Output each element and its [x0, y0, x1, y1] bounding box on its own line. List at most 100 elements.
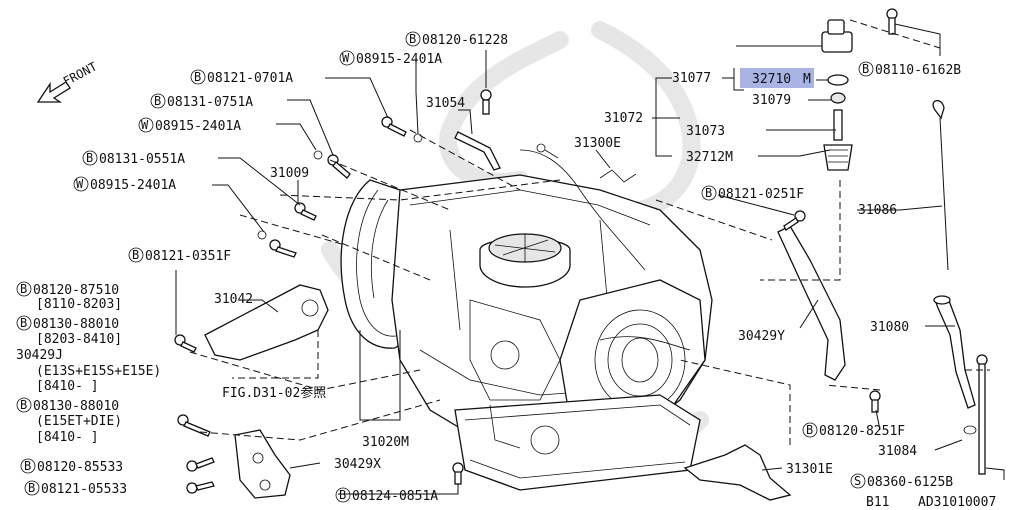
label-b08130-88010-a: B 08130-88010 [16, 315, 119, 332]
speedometer-sensor-31077 [821, 8, 898, 171]
svg-text:B: B [705, 186, 712, 200]
label-b08130-88010-b: B 08130-88010 [16, 397, 119, 414]
note-range-8110-8203: [8110-8203] [36, 297, 122, 312]
label-b08120-87510: B 08120-87510 [16, 281, 119, 298]
highlight-box [740, 68, 814, 88]
label-b08131-0551a: B 08131-0551A [82, 150, 185, 167]
drawing-id: AD31010007 [918, 495, 996, 510]
note-range-8410a: [8410- ] [36, 379, 99, 394]
label-31084: 31084 [878, 444, 917, 459]
bolt-icon [174, 334, 197, 353]
svg-text:B: B [20, 282, 27, 296]
svg-text:B: B [24, 459, 31, 473]
transmission-case-31020m [340, 149, 713, 491]
bolt-icon [480, 89, 492, 115]
bracket-30429y [777, 225, 846, 381]
clip-31054 [454, 131, 501, 171]
label-31073: 31073 [686, 124, 725, 139]
note-e15et: (E15ET+DIE) [36, 414, 122, 429]
label-b08120-61228: B 08120-61228 [405, 31, 508, 48]
dipstick-31086 [932, 100, 949, 271]
svg-text:08131-0751A: 08131-0751A [167, 95, 253, 110]
label-b08121-0701a: B 08121-0701A [190, 69, 293, 86]
label-31300e: 31300E [574, 136, 621, 151]
note-30429j: 30429J [16, 348, 63, 363]
svg-text:08120-8251F: 08120-8251F [819, 424, 905, 439]
label-s08360-6125b: S 08360-6125B [850, 473, 953, 490]
label-31080: 31080 [870, 320, 909, 335]
sensor-31300e [536, 143, 637, 183]
label-30429y: 30429Y [738, 329, 785, 344]
label-32712m: 32712M [686, 150, 733, 165]
svg-text:08120-85533: 08120-85533 [37, 460, 123, 475]
label-31054: 31054 [426, 96, 465, 111]
svg-text:B: B [86, 151, 93, 165]
bolt-icon [186, 457, 215, 472]
svg-text:08121-0701A: 08121-0701A [207, 71, 293, 86]
note-e13s: (E13S+E15S+E15E) [36, 364, 161, 379]
leader-lines [175, 23, 1005, 495]
bolt-icon [452, 462, 464, 485]
svg-text:W: W [76, 177, 84, 191]
label-31042: 31042 [214, 292, 253, 307]
fig-reference: FIG.D31-02参照 [222, 385, 326, 401]
label-w08915-2401a-mid: W 08915-2401A [138, 117, 241, 134]
svg-text:08121-0351F: 08121-0351F [145, 249, 231, 264]
svg-text:08120-61228: 08120-61228 [422, 33, 508, 48]
filler-tube-31080 [933, 295, 976, 409]
svg-text:08124-0851A: 08124-0851A [352, 489, 438, 504]
label-b08131-0751a: B 08131-0751A [150, 93, 253, 110]
label-b08121-05533: B 08121-05533 [24, 480, 127, 497]
svg-text:W: W [342, 51, 350, 65]
svg-text:08915-2401A: 08915-2401A [90, 178, 176, 193]
svg-text:08130-88010: 08130-88010 [33, 399, 119, 414]
svg-text:08130-88010: 08130-88010 [33, 317, 119, 332]
sheet-code: B11 [866, 495, 889, 510]
svg-text:B: B [339, 488, 346, 502]
washer-icon [257, 230, 267, 240]
svg-text:08360-6125B: 08360-6125B [867, 475, 953, 490]
svg-text:08131-0551A: 08131-0551A [99, 152, 185, 167]
svg-text:B: B [154, 94, 161, 108]
svg-text:B: B [132, 248, 139, 262]
label-31072: 31072 [604, 111, 643, 126]
label-31077: 31077 [672, 71, 711, 86]
svg-text:B: B [20, 398, 27, 412]
bracket-30429x [234, 429, 291, 499]
svg-text:B: B [806, 423, 813, 437]
label-b08121-0351f: B 08121-0351F [128, 247, 231, 264]
bolt-icon [783, 210, 806, 231]
label-31301e: 31301E [786, 462, 833, 477]
svg-text:08121-05533: 08121-05533 [41, 482, 127, 497]
note-range-8410b: [8410- ] [36, 430, 99, 445]
svg-text:08120-87510: 08120-87510 [33, 283, 119, 298]
bolt-icon [294, 202, 317, 221]
bracket-31301e [683, 444, 792, 501]
label-32710-suffix: M [803, 72, 811, 87]
label-31086: 31086 [858, 203, 897, 218]
label-31009: 31009 [270, 166, 309, 181]
bolt-icon [186, 481, 215, 494]
svg-text:B: B [409, 32, 416, 46]
svg-text:08121-0251F: 08121-0251F [718, 187, 804, 202]
front-arrow-icon [36, 81, 71, 103]
label-b08124-0851a: B 08124-0851A [335, 487, 438, 504]
label-32710: 32710 [752, 72, 791, 87]
labels: B 08120-61228 W 08915-2401A B 08121-0701… [16, 31, 996, 510]
note-range-8203-8410: [8203-8410] [36, 332, 122, 347]
svg-text:08915-2401A: 08915-2401A [155, 119, 241, 134]
label-31020m: 31020M [362, 435, 409, 450]
bolts [174, 89, 988, 494]
label-w08915-2401a-top: W 08915-2401A [339, 50, 442, 67]
svg-text:B: B [194, 70, 201, 84]
washer-icon [313, 150, 323, 160]
label-w08915-2401a-low: W 08915-2401A [73, 176, 176, 193]
label-31079: 31079 [752, 93, 791, 108]
svg-text:W: W [141, 118, 149, 132]
bolt-icon [269, 239, 297, 258]
label-b08121-0251f: B 08121-0251F [701, 185, 804, 202]
bolt-icon [976, 354, 988, 475]
dashed-reference-lines [189, 19, 990, 445]
bolt-icon [381, 116, 407, 137]
